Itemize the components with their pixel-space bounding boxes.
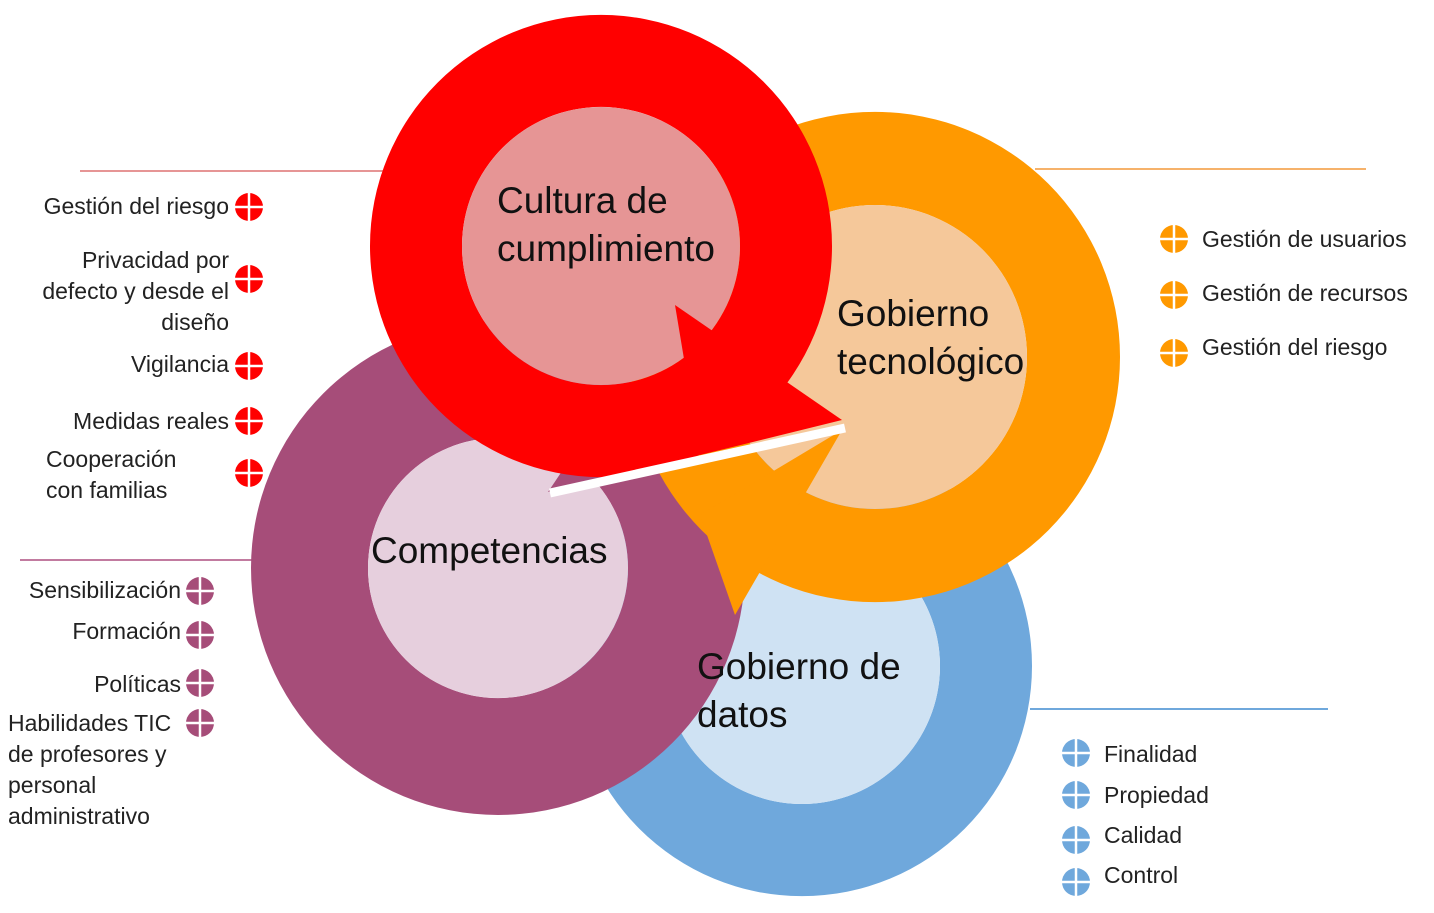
- list-item-cultura-1: Privacidad por defecto y desde el diseño: [42, 247, 263, 335]
- red-inner-circle: [462, 107, 740, 385]
- bullet-icon: [1160, 281, 1188, 309]
- list-item-text: Propiedad: [1104, 782, 1209, 808]
- list-item-line: Gestión de recursos: [1202, 280, 1408, 306]
- list-item-competencias-2: Políticas: [94, 669, 214, 697]
- list-item-text: Sensibilización: [29, 577, 181, 603]
- list-item-line: de profesores y: [8, 741, 167, 767]
- list-item-competencias-3: Habilidades TIC de profesores y personal ad…: [8, 709, 214, 829]
- arrow-gap-line: [549, 423, 846, 498]
- title-datos-line2: datos: [697, 694, 788, 735]
- title-tecnologico: Gobierno tecnológico: [837, 293, 1024, 382]
- bullet-icon: [1160, 339, 1188, 367]
- list-item-text: Gestión del riesgo: [1202, 334, 1387, 360]
- list-item-cultura-0: Gestión del riesgo: [44, 193, 263, 221]
- list-item-line: Políticas: [94, 671, 181, 697]
- list-item-line: Formación: [72, 618, 181, 644]
- list-item-line: Medidas reales: [73, 408, 229, 434]
- list-item-line: defecto y desde el: [42, 278, 229, 304]
- list-item-line: Gestión del riesgo: [1202, 334, 1387, 360]
- title-tecnologico-line1: Gobierno: [837, 293, 989, 334]
- title-tecnologico-line2: tecnológico: [837, 341, 1024, 382]
- list-item-datos-1: Propiedad: [1062, 781, 1209, 809]
- list-item-tecnologico-1: Gestión de recursos: [1160, 280, 1408, 309]
- list-item-tecnologico-2: Gestión del riesgo: [1160, 334, 1387, 367]
- list-item-line: Cooperación: [46, 446, 176, 472]
- bullet-icon: [235, 459, 263, 487]
- list-item-text: Vigilancia: [131, 351, 229, 377]
- list-item-line: Control: [1104, 862, 1178, 888]
- title-cultura-line1: Cultura de: [497, 180, 668, 221]
- list-item-line: administrativo: [8, 803, 150, 829]
- list-item-cultura-2: Vigilancia: [131, 351, 263, 380]
- bullet-icon: [186, 621, 214, 649]
- bullet-icon: [235, 265, 263, 293]
- bullet-icon: [186, 577, 214, 605]
- bullet-icon: [235, 193, 263, 221]
- list-item-line: Privacidad por: [82, 247, 229, 273]
- title-cultura: Cultura de cumplimiento: [497, 180, 715, 269]
- list-item-text: Cooperación con familias: [46, 446, 176, 503]
- bullet-icon: [1062, 868, 1090, 896]
- list-item-line: Propiedad: [1104, 782, 1209, 808]
- list-item-line: Finalidad: [1104, 741, 1197, 767]
- list-item-text: Medidas reales: [73, 408, 229, 434]
- list-item-line: Calidad: [1104, 822, 1182, 848]
- list-item-text: Gestión de usuarios: [1202, 226, 1407, 252]
- cycle-cultura-de-cumplimiento: [369, 14, 846, 498]
- list-item-datos-3: Control: [1062, 862, 1178, 896]
- list-item-text: Políticas: [94, 671, 181, 697]
- list-item-text: Gestión del riesgo: [44, 193, 229, 219]
- bullet-icon: [235, 407, 263, 435]
- list-item-line: Gestión del riesgo: [44, 193, 229, 219]
- list-item-text: Formación: [72, 618, 181, 644]
- list-item-text: Control: [1104, 862, 1178, 888]
- list-item-line: con familias: [46, 477, 167, 503]
- red-arrowhead: [675, 305, 842, 455]
- list-item-datos-2: Calidad: [1062, 822, 1182, 854]
- purple-inner-circle: [368, 438, 628, 698]
- bullet-icon: [1160, 225, 1188, 253]
- list-item-tecnologico-0: Gestión de usuarios: [1160, 225, 1407, 253]
- list-item-line: Habilidades TIC: [8, 710, 171, 736]
- list-item-line: Gestión de usuarios: [1202, 226, 1407, 252]
- orange-arrowhead: [700, 430, 842, 615]
- bullet-icon: [1062, 781, 1090, 809]
- bullet-icon: [186, 709, 214, 737]
- list-item-cultura-4: Cooperación con familias: [46, 446, 263, 503]
- title-competencias: Competencias: [371, 530, 608, 571]
- list-item-text: Finalidad: [1104, 741, 1197, 767]
- list-item-line: personal: [8, 772, 96, 798]
- list-item-line: Vigilancia: [131, 351, 229, 377]
- title-datos: Gobierno de datos: [697, 646, 911, 735]
- list-item-cultura-3: Medidas reales: [73, 407, 263, 435]
- list-item-text: Gestión de recursos: [1202, 280, 1408, 306]
- list-item-datos-0: Finalidad: [1062, 739, 1197, 767]
- title-datos-line1: Gobierno de: [697, 646, 901, 687]
- list-item-competencias-0: Sensibilización: [29, 577, 214, 605]
- bullet-icon: [235, 352, 263, 380]
- bullet-icon: [1062, 739, 1090, 767]
- title-cultura-line2: cumplimiento: [497, 228, 715, 269]
- list-item-line: Sensibilización: [29, 577, 181, 603]
- list-competencias: SensibilizaciónFormaciónPolíticasHabilid…: [8, 577, 214, 829]
- list-item-text: Habilidades TIC de profesores y personal ad…: [8, 710, 171, 829]
- list-item-competencias-1: Formación: [72, 618, 214, 649]
- bullet-icon: [186, 669, 214, 697]
- list-item-line: diseño: [161, 309, 229, 335]
- bullet-icon: [1062, 826, 1090, 854]
- list-item-text: Calidad: [1104, 822, 1182, 848]
- list-item-text: Privacidad por defecto y desde el diseño: [42, 247, 229, 335]
